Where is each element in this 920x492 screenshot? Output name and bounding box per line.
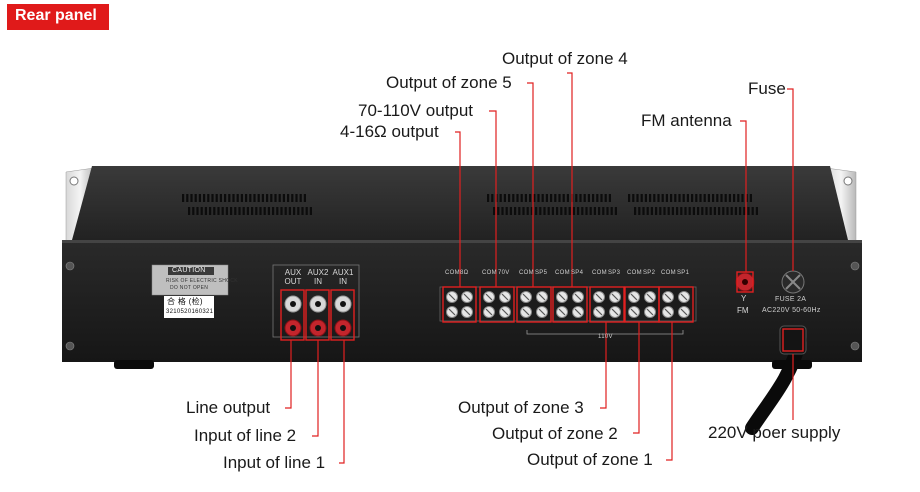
terminal-label: COM <box>519 270 534 276</box>
callout-fuse: Fuse <box>748 79 786 98</box>
fm-y-label: Y <box>741 294 747 303</box>
callout-line-1: Input of line 1 <box>223 453 326 472</box>
terminal-label: COM <box>482 270 497 276</box>
terminal-label: SP3 <box>608 270 621 276</box>
caution-sub1: RISK OF ELECTRIC SHOCK <box>166 278 238 284</box>
rca-jacks <box>284 295 352 337</box>
callout-power: 220V poer supply <box>708 423 841 442</box>
terminal-strip <box>439 286 697 322</box>
callout-70-110v: 70-110V output <box>358 101 473 120</box>
callout-zone5: Output of zone 5 <box>386 73 512 92</box>
callout-line-output: Line output <box>186 398 271 417</box>
callout-4-16-ohm: 4-16Ω output <box>340 122 439 141</box>
terminal-label: SP4 <box>571 270 584 276</box>
aux2-label: AUX2 IN <box>307 268 329 286</box>
callout-zone3: Output of zone 3 <box>458 398 584 417</box>
terminal-label: 70V <box>498 270 510 276</box>
terminal-label: COM <box>555 270 570 276</box>
qc-text: 合 格 (检) <box>167 297 203 306</box>
serial-text: 3210520160321 <box>166 309 214 315</box>
terminal-label: COM <box>627 270 642 276</box>
leader-lines <box>285 72 794 464</box>
fm-label: FM <box>737 306 749 315</box>
fuse-rating: FUSE 2A <box>775 296 807 303</box>
caution-sub2: DO NOT OPEN <box>170 285 209 291</box>
terminal-label: COM <box>592 270 607 276</box>
terminal-label: SP2 <box>643 270 656 276</box>
terminal-label: COM <box>445 270 460 276</box>
aux-out-label: AUX OUT <box>284 268 302 286</box>
callout-zone1: Output of zone 1 <box>527 450 653 469</box>
ac-rating: AC220V 50-60Hz <box>762 307 821 314</box>
terminal-label: SP5 <box>535 270 548 276</box>
aux1-label: AUX1 IN <box>332 268 354 286</box>
terminal-label: COM <box>661 270 676 276</box>
terminal-label: SP1 <box>677 270 690 276</box>
caution-text: CAUTION <box>172 267 206 274</box>
vent-slots <box>182 194 758 215</box>
terminal-screws <box>446 291 690 318</box>
terminal-label: 8Ω <box>460 270 469 276</box>
aux-panel <box>272 264 360 338</box>
callout-line-2: Input of line 2 <box>194 426 297 445</box>
callout-fm-antenna: FM antenna <box>641 111 732 130</box>
face-screws <box>65 261 860 351</box>
callout-zone2: Output of zone 2 <box>492 424 618 443</box>
rear-panel-title: Rear panel <box>7 4 109 30</box>
callout-zone4: Output of zone 4 <box>502 49 628 68</box>
v110-label: 110V <box>598 334 613 340</box>
qc-label <box>164 296 214 318</box>
foot-left <box>114 360 154 369</box>
